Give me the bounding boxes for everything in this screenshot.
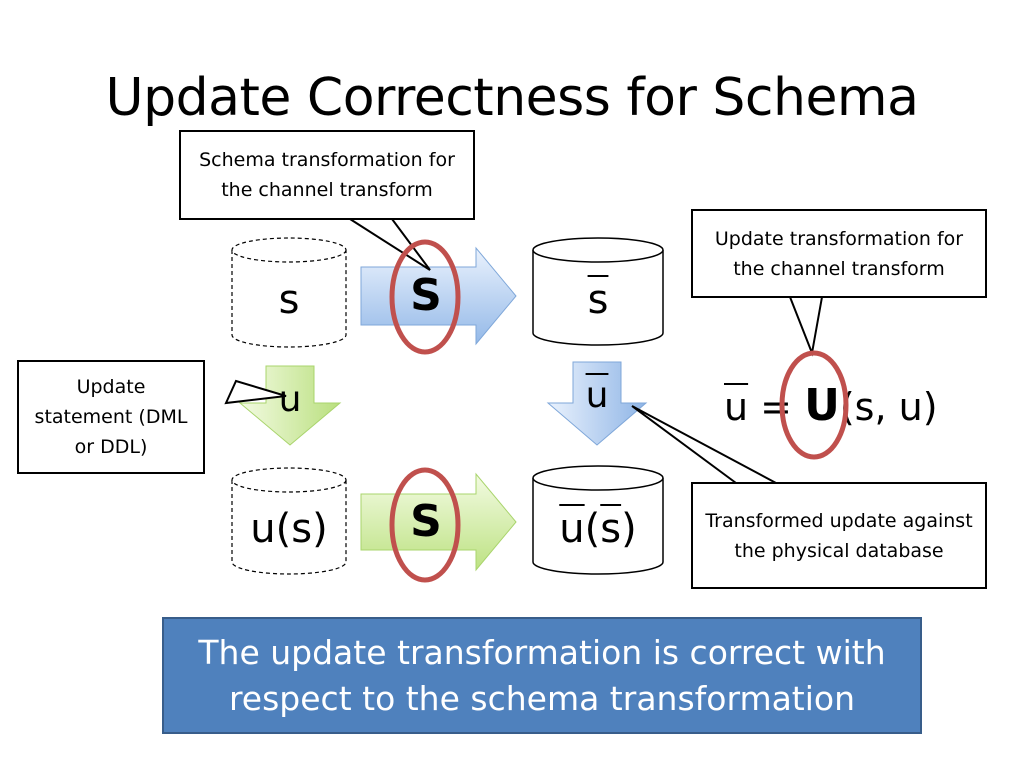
formula-u-bar: u	[724, 385, 749, 429]
callout-schema-transformation: Schema transformation for the channel tr…	[179, 130, 475, 220]
cylinder-top-left	[231, 237, 347, 348]
update-formula: u = U(s, u)	[724, 380, 938, 433]
slide-title: Update Correctness for Schema	[105, 68, 919, 128]
callout-update-transformation: Update transformation for the channel tr…	[691, 209, 987, 298]
update-ubar-right: u	[573, 374, 621, 418]
s-bar-arg: s	[600, 506, 622, 552]
u-bar-arrow: u	[585, 375, 609, 416]
update-u-left: u	[278, 379, 302, 420]
callout-update-statement: Update statement (DML or DDL)	[17, 360, 205, 474]
label-s-bar-top-right: s	[533, 276, 663, 324]
cylinder-top-right	[532, 237, 664, 346]
close-paren: )	[621, 506, 637, 552]
callout-transformed-update: Transformed update against the physical …	[691, 482, 987, 589]
formula-U: U	[804, 380, 840, 431]
update-arrow-right	[546, 361, 648, 446]
label-u-of-s: u(s)	[250, 506, 328, 552]
schema-S-bottom: S	[410, 496, 442, 547]
formula-equals: =	[748, 385, 805, 429]
label-ubar-of-sbar: u(s)	[533, 505, 663, 553]
update-arrow-left	[238, 365, 342, 446]
cylinder-bottom-right	[532, 465, 664, 575]
cylinder-bottom-left	[231, 467, 347, 575]
s-bar: s	[587, 277, 609, 323]
u-bar: u	[559, 506, 585, 552]
schema-S-top: S	[410, 270, 442, 321]
conclusion-box: The update transformation is correct wit…	[162, 617, 922, 734]
formula-args: (s, u)	[839, 385, 938, 429]
open-paren: (	[584, 506, 601, 552]
label-s-top-left: s	[278, 277, 300, 323]
